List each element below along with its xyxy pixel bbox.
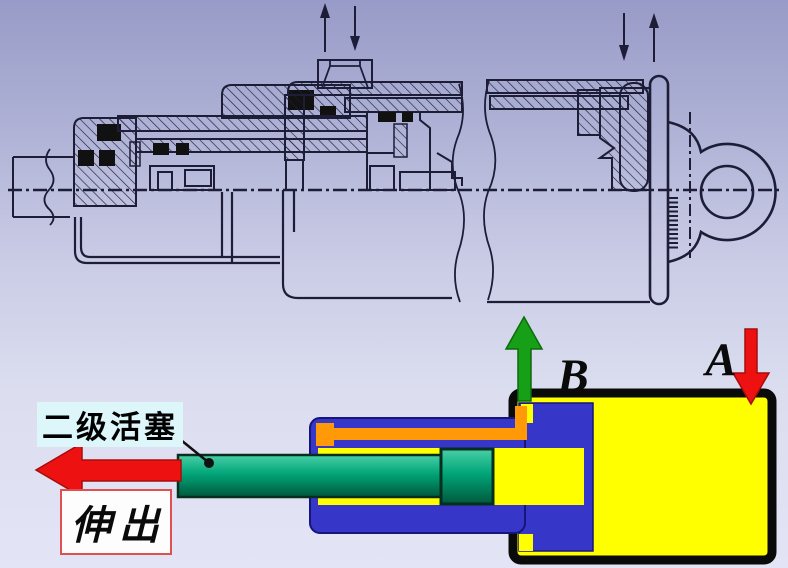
seal-block (320, 106, 336, 115)
end-wall (648, 74, 670, 306)
barrel-top-wall (287, 81, 463, 96)
schematic (34, 315, 777, 565)
clevis-eye-hole (699, 164, 755, 220)
flow-arrow-up-left-icon (320, 3, 330, 52)
internal-bushings (149, 165, 215, 191)
flow-arrow-up-right-icon (649, 13, 659, 62)
seal-block (176, 143, 189, 155)
port-a-label: A (705, 333, 737, 386)
seal-block (78, 150, 94, 166)
port-a-arrow-icon (731, 328, 771, 406)
end-cap-main (596, 87, 651, 191)
barrel-left-cap (284, 94, 305, 161)
piston-stage1-internals (366, 112, 463, 191)
port-b-label: B (557, 349, 589, 402)
seal-block (97, 124, 121, 141)
port-boss (317, 59, 373, 89)
piston-stage2-head (439, 447, 495, 506)
guide-ring (129, 141, 141, 167)
barrel-notch-bottom (519, 534, 533, 551)
seal-block (402, 112, 413, 122)
barrel-inner-wall (344, 97, 463, 113)
port-b-arrow-icon (504, 315, 544, 402)
break-lines (451, 79, 497, 303)
break-squiggle-left (43, 148, 55, 226)
piston-stage2-rod (176, 453, 446, 499)
end-cap-block (577, 89, 601, 136)
flow-arrow-down-right-icon (619, 13, 629, 61)
extend-label: 伸出 (60, 489, 172, 555)
seal-block (378, 112, 396, 122)
lower-profile (73, 190, 650, 304)
rod-stage2 (12, 148, 75, 226)
pipe-orange (316, 406, 527, 446)
secondary-piston-label: 二级活塞 (37, 402, 183, 447)
cross-section-drawing (8, 3, 782, 306)
tube-wall-lower (135, 138, 368, 153)
seal-block (153, 143, 169, 155)
flow-arrow-down-left-icon (350, 6, 360, 51)
end-cap-plug (619, 82, 649, 192)
seal-block (99, 150, 115, 166)
clevis-eye (667, 120, 777, 264)
